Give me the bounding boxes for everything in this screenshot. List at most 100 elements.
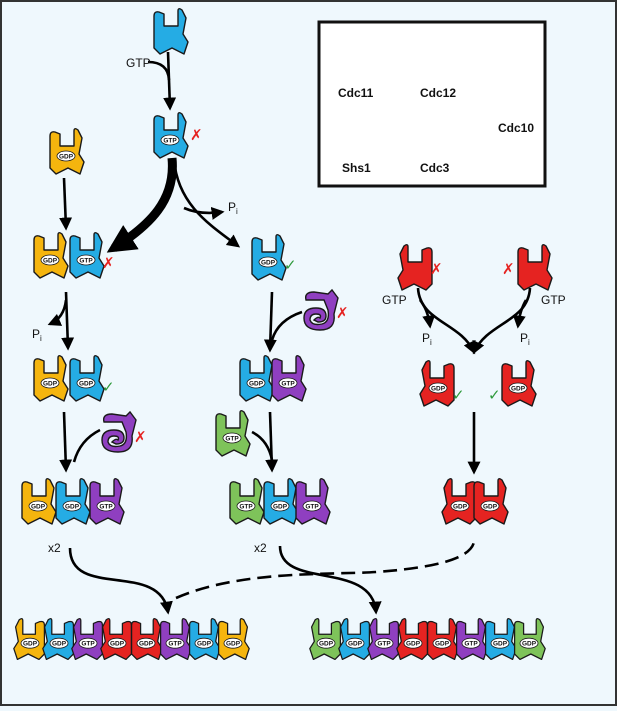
arrow-icon xyxy=(418,299,436,329)
nucleotide-label: GDP xyxy=(431,385,446,392)
nucleotide-badge xyxy=(316,637,336,649)
inactive-cross-icon: ✗ xyxy=(102,255,115,272)
nucleotide-label: GTP xyxy=(99,503,113,510)
nucleotide-badge xyxy=(236,500,256,512)
nucleotide-badge xyxy=(428,382,448,394)
cdc3-curled-icon xyxy=(303,288,339,331)
nucleotide-label: GDP xyxy=(511,385,526,392)
nucleotide-badge xyxy=(96,500,116,512)
inactive-cross-icon: ✗ xyxy=(336,305,349,322)
nucleotide-badge xyxy=(374,637,394,649)
nucleotide-label: GDP xyxy=(43,257,58,264)
nucleotide-badge xyxy=(490,637,510,649)
legend-cdc11-label: Cdc11 xyxy=(338,86,374,100)
labels: GTP Pi Pi GTP GTP Pi Pi x2 x2 ✗✗✓✗✓✗✗✗✓✓ xyxy=(32,56,566,555)
nucleotide-badge xyxy=(136,637,156,649)
arrow-icon xyxy=(72,428,101,463)
x2-label: x2 xyxy=(48,541,61,555)
nucleotide-label: GDP xyxy=(139,641,154,648)
nucleotide-badge xyxy=(345,637,365,649)
nucleotide-badge xyxy=(76,377,96,389)
inactive-cross-icon: ✗ xyxy=(430,261,443,278)
legend-cdc12-label: Cdc12 xyxy=(420,86,456,100)
nucleotide-label: GDP xyxy=(65,503,80,510)
legend-cdc10-label: Cdc10 xyxy=(498,121,534,135)
gtp-label: GTP xyxy=(382,293,407,307)
nucleotide-badge xyxy=(223,637,243,649)
arrow-icon xyxy=(263,291,277,353)
nucleotide-label: GDP xyxy=(52,641,67,648)
nucleotide-label: GDP xyxy=(406,641,421,648)
nucleotide-label: GDP xyxy=(249,380,264,387)
pi-label: Pi xyxy=(520,331,530,347)
nucleotide-label: GDP xyxy=(453,503,468,510)
nucleotide-badge xyxy=(432,637,452,649)
nucleotide-badge xyxy=(278,377,298,389)
nucleotide-label: GDP xyxy=(261,259,276,266)
active-check-icon: ✓ xyxy=(284,257,297,274)
nucleotide-badge xyxy=(403,637,423,649)
nucleotide-label: GDP xyxy=(348,641,363,648)
arrow-icon xyxy=(59,177,73,231)
cdc3-curled-icon xyxy=(101,410,137,453)
arrow-icon xyxy=(251,430,274,461)
arrow-icon xyxy=(416,287,476,355)
nucleotide-label: GTP xyxy=(305,503,319,510)
nucleotide-label: GDP xyxy=(435,641,450,648)
nucleotide-badge xyxy=(62,500,82,512)
nucleotide-badge xyxy=(165,637,185,649)
nucleotide-badge xyxy=(258,256,278,268)
nucleotide-badge xyxy=(76,254,96,266)
nucleotide-badge xyxy=(270,500,290,512)
nucleotide-badge xyxy=(302,500,322,512)
arrow-icon xyxy=(270,310,303,341)
nucleotide-label: GDP xyxy=(79,380,94,387)
arrow-icon xyxy=(59,411,73,473)
active-check-icon: ✓ xyxy=(452,387,465,404)
nucleotide-label: GTP xyxy=(168,641,182,648)
arrow-icon xyxy=(512,299,528,329)
nucleotide-label: GTP xyxy=(79,257,93,264)
nucleotide-badge xyxy=(40,377,60,389)
nucleotide-badge xyxy=(480,500,500,512)
nucleotide-label: GDP xyxy=(23,641,38,648)
nucleotide-badge xyxy=(461,637,481,649)
nucleotide-badge xyxy=(194,637,214,649)
nucleotide-label: GDP xyxy=(319,641,334,648)
arrow-icon xyxy=(278,545,382,615)
nucleotide-label: GTP xyxy=(239,503,253,510)
arrow-icon xyxy=(472,287,532,355)
active-check-icon: ✓ xyxy=(102,379,115,396)
pi-label: Pi xyxy=(422,331,432,347)
nucleotide-label: GDP xyxy=(43,380,58,387)
nucleotide-badge xyxy=(20,637,40,649)
pi-label: Pi xyxy=(32,327,42,343)
inactive-cross-icon: ✗ xyxy=(134,429,147,446)
inactive-cross-icon: ✗ xyxy=(190,127,203,144)
nucleotide-label: GDP xyxy=(273,503,288,510)
nucleotide-label: GDP xyxy=(110,641,125,648)
nucleotide-badge xyxy=(508,382,528,394)
nucleotide-badge xyxy=(160,134,180,146)
gtp-label: GTP xyxy=(126,56,151,70)
nucleotide-label: GTP xyxy=(225,435,239,442)
legend-shs1-label: Shs1 xyxy=(342,161,371,175)
legend: Cdc11 Cdc12 Cdc10 Shs1 Cdc3 xyxy=(317,20,547,188)
nucleotide-label: GDP xyxy=(493,641,508,648)
x2-label: x2 xyxy=(254,541,267,555)
nucleotide-badge xyxy=(40,254,60,266)
arrow-icon xyxy=(175,541,476,600)
septin-subunit-icon xyxy=(397,244,433,291)
nucleotide-badge xyxy=(222,432,242,444)
arrow-icon xyxy=(183,206,225,220)
arrow-icon xyxy=(68,547,173,615)
active-check-icon: ✓ xyxy=(488,387,501,404)
gtp-label: GTP xyxy=(541,293,566,307)
nucleotide-badge xyxy=(107,637,127,649)
nucleotide-label: GDP xyxy=(59,153,74,160)
arrow-icon xyxy=(147,60,171,81)
nucleotide-badge xyxy=(519,637,539,649)
nucleotide-label: GDP xyxy=(226,641,241,648)
